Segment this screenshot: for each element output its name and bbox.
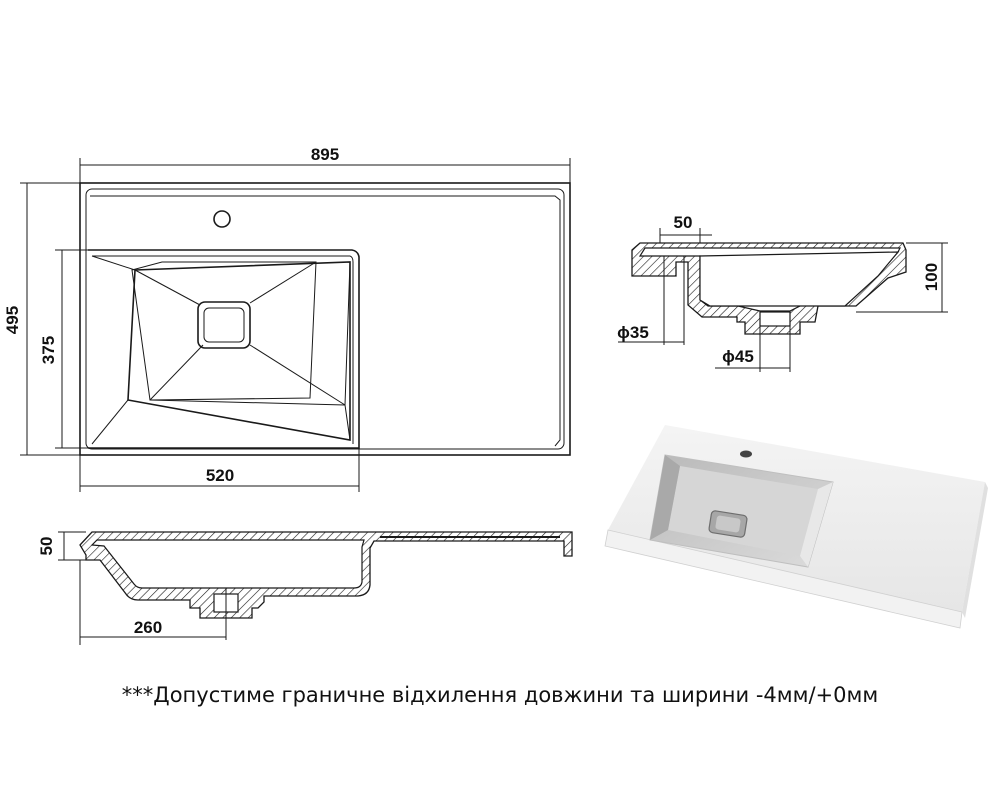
tolerance-note: ***Допустиме граничне відхилення довжини… bbox=[121, 683, 879, 707]
dim-overall-depth: 495 bbox=[3, 306, 22, 334]
dim-overall-width: 895 bbox=[311, 145, 339, 164]
dim-drain-offset: 260 bbox=[134, 618, 162, 637]
render-tap-hole bbox=[740, 450, 752, 458]
drain-square bbox=[197, 301, 251, 349]
dim-side-height: 50 bbox=[37, 537, 56, 556]
side-section: 50 260 bbox=[37, 531, 573, 645]
dim-drain-diameter: ϕ45 bbox=[722, 347, 754, 366]
top-outline bbox=[79, 182, 571, 456]
dim-bowl-height: 100 bbox=[922, 263, 941, 291]
dim-overflow-diameter: ϕ35 bbox=[617, 323, 649, 342]
top-view: 895 495 375 520 bbox=[3, 145, 571, 492]
bowl-outline bbox=[88, 249, 360, 449]
tap-hole bbox=[213, 210, 231, 228]
render-front-face bbox=[604, 529, 963, 629]
front-section: 50 100 ϕ35 ϕ45 bbox=[617, 213, 948, 372]
dim-rim-width: 50 bbox=[674, 213, 693, 232]
dim-bowl-width: 520 bbox=[206, 466, 234, 485]
top-rim-inner bbox=[85, 188, 565, 450]
product-render bbox=[604, 425, 988, 629]
dim-bowl-depth: 375 bbox=[39, 336, 58, 364]
bowl-inner-floor bbox=[127, 261, 351, 441]
